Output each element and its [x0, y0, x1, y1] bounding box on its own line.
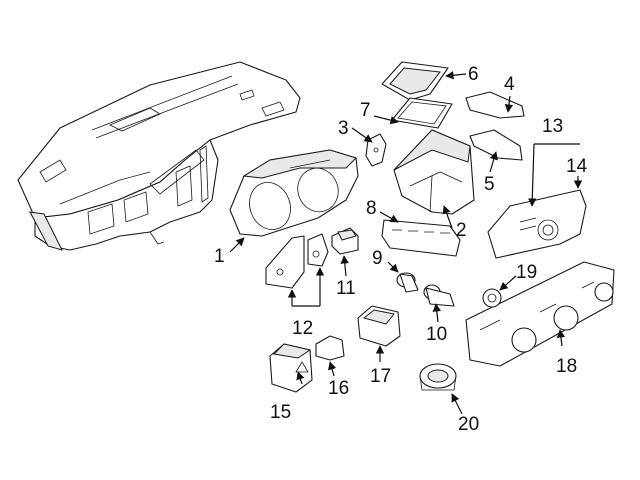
- callout-5: 5: [484, 174, 495, 195]
- callout-4: 4: [504, 74, 515, 95]
- window-switch-illustration: [357, 305, 401, 347]
- instrument-cluster-illustration: [229, 149, 359, 237]
- switch-panel-illustration: [381, 219, 461, 257]
- callout-3: 3: [338, 118, 349, 139]
- callout-1: 1: [214, 246, 225, 267]
- instrument-panel-illustration: [17, 61, 301, 251]
- socket-illustration: [396, 272, 419, 293]
- console-housing-illustration: [393, 129, 475, 215]
- callout-14: 14: [566, 156, 588, 177]
- callout-8: 8: [366, 198, 377, 219]
- callout-11: 11: [336, 278, 356, 299]
- rocker-switch-illustration: [315, 335, 345, 361]
- callout-19: 19: [516, 262, 537, 283]
- callout-20: 20: [458, 414, 479, 435]
- callout-7: 7: [360, 100, 371, 121]
- storage-bezel-illustration: [381, 61, 449, 101]
- callout-9: 9: [372, 248, 383, 269]
- small-switch-illustration: [331, 227, 359, 255]
- callout-18: 18: [556, 356, 577, 377]
- bracket-pair-illustration: [265, 233, 329, 289]
- hazard-switch-illustration: [269, 343, 313, 393]
- callout-10: 10: [426, 324, 447, 345]
- callout-2: 2: [456, 220, 467, 241]
- lower-bracket-illustration: [469, 129, 523, 161]
- bracket-illustration: [365, 133, 387, 167]
- callout-12: 12: [292, 318, 313, 339]
- lighter-illustration: [423, 284, 455, 307]
- callout-16: 16: [328, 378, 349, 399]
- callout-15: 15: [270, 402, 291, 423]
- storage-mat-illustration: [391, 97, 453, 129]
- control-trim-panel-illustration: [487, 189, 587, 259]
- upper-bracket-illustration: [465, 91, 525, 119]
- callout-13: 13: [542, 116, 563, 137]
- power-socket-illustration: [419, 363, 457, 391]
- callout-6: 6: [468, 64, 479, 85]
- leader-lines: [229, 71, 583, 415]
- callout-17: 17: [370, 366, 391, 387]
- climate-control-illustration: [465, 261, 615, 367]
- knob-illustration: [482, 288, 502, 308]
- callout-labels: 1 2 3 4 5 6 7 8 9 10 11 12 13 14 15 16 1…: [214, 64, 588, 435]
